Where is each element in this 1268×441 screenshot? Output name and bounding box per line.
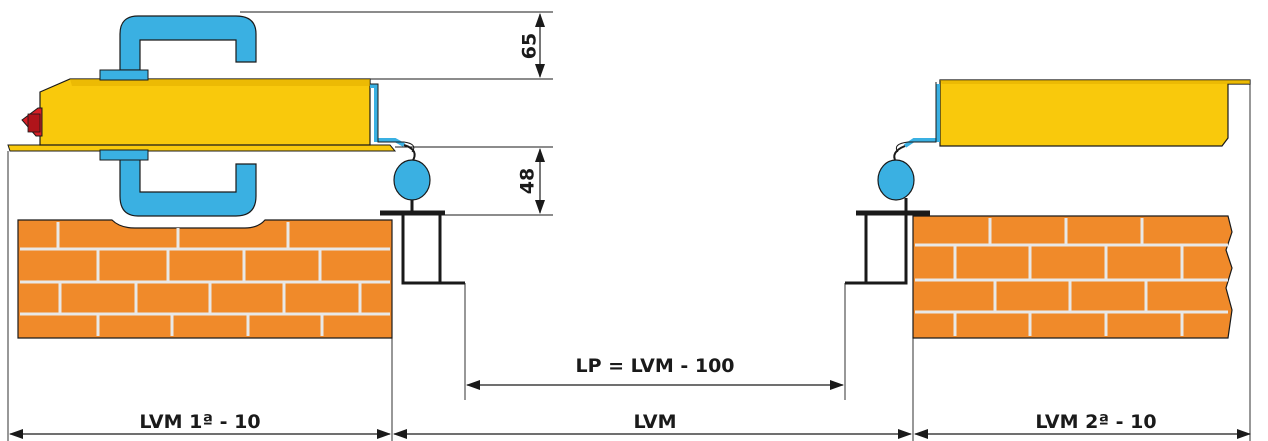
right-frame-profile xyxy=(845,210,930,285)
dimension-right-wall-width: LVM 2ª - 10 xyxy=(914,411,1251,439)
dimension-passage-width: LP = LVM - 100 xyxy=(466,355,844,390)
dimension-label-lp: LP = LVM - 100 xyxy=(575,355,734,377)
left-door-leaf xyxy=(7,78,415,153)
right-door-leaf xyxy=(895,79,1251,153)
dimension-label-lvm1: LVM 1ª - 10 xyxy=(139,411,260,433)
dimension-label-48: 48 xyxy=(517,168,539,194)
left-brick-wall xyxy=(17,219,393,339)
dimension-opening-width: LVM xyxy=(393,411,912,439)
left-frame-profile xyxy=(380,210,465,285)
extension-lines xyxy=(7,11,1251,441)
dimension-label-lvm2: LVM 2ª - 10 xyxy=(1035,411,1156,433)
dimension-label-65: 65 xyxy=(519,33,541,59)
right-brick-wall xyxy=(912,215,1233,339)
dimension-top-height: 65 xyxy=(519,13,545,78)
dimension-left-wall-width: LVM 1ª - 10 xyxy=(9,411,391,439)
dimension-handle-height: 48 xyxy=(517,148,545,214)
dimension-label-lvm: LVM xyxy=(633,411,676,433)
u-shaped-handle-icon[interactable] xyxy=(99,15,257,217)
lock-icon xyxy=(21,107,43,137)
rubber-seal-right xyxy=(877,145,915,213)
rubber-seal-icon xyxy=(393,144,431,213)
